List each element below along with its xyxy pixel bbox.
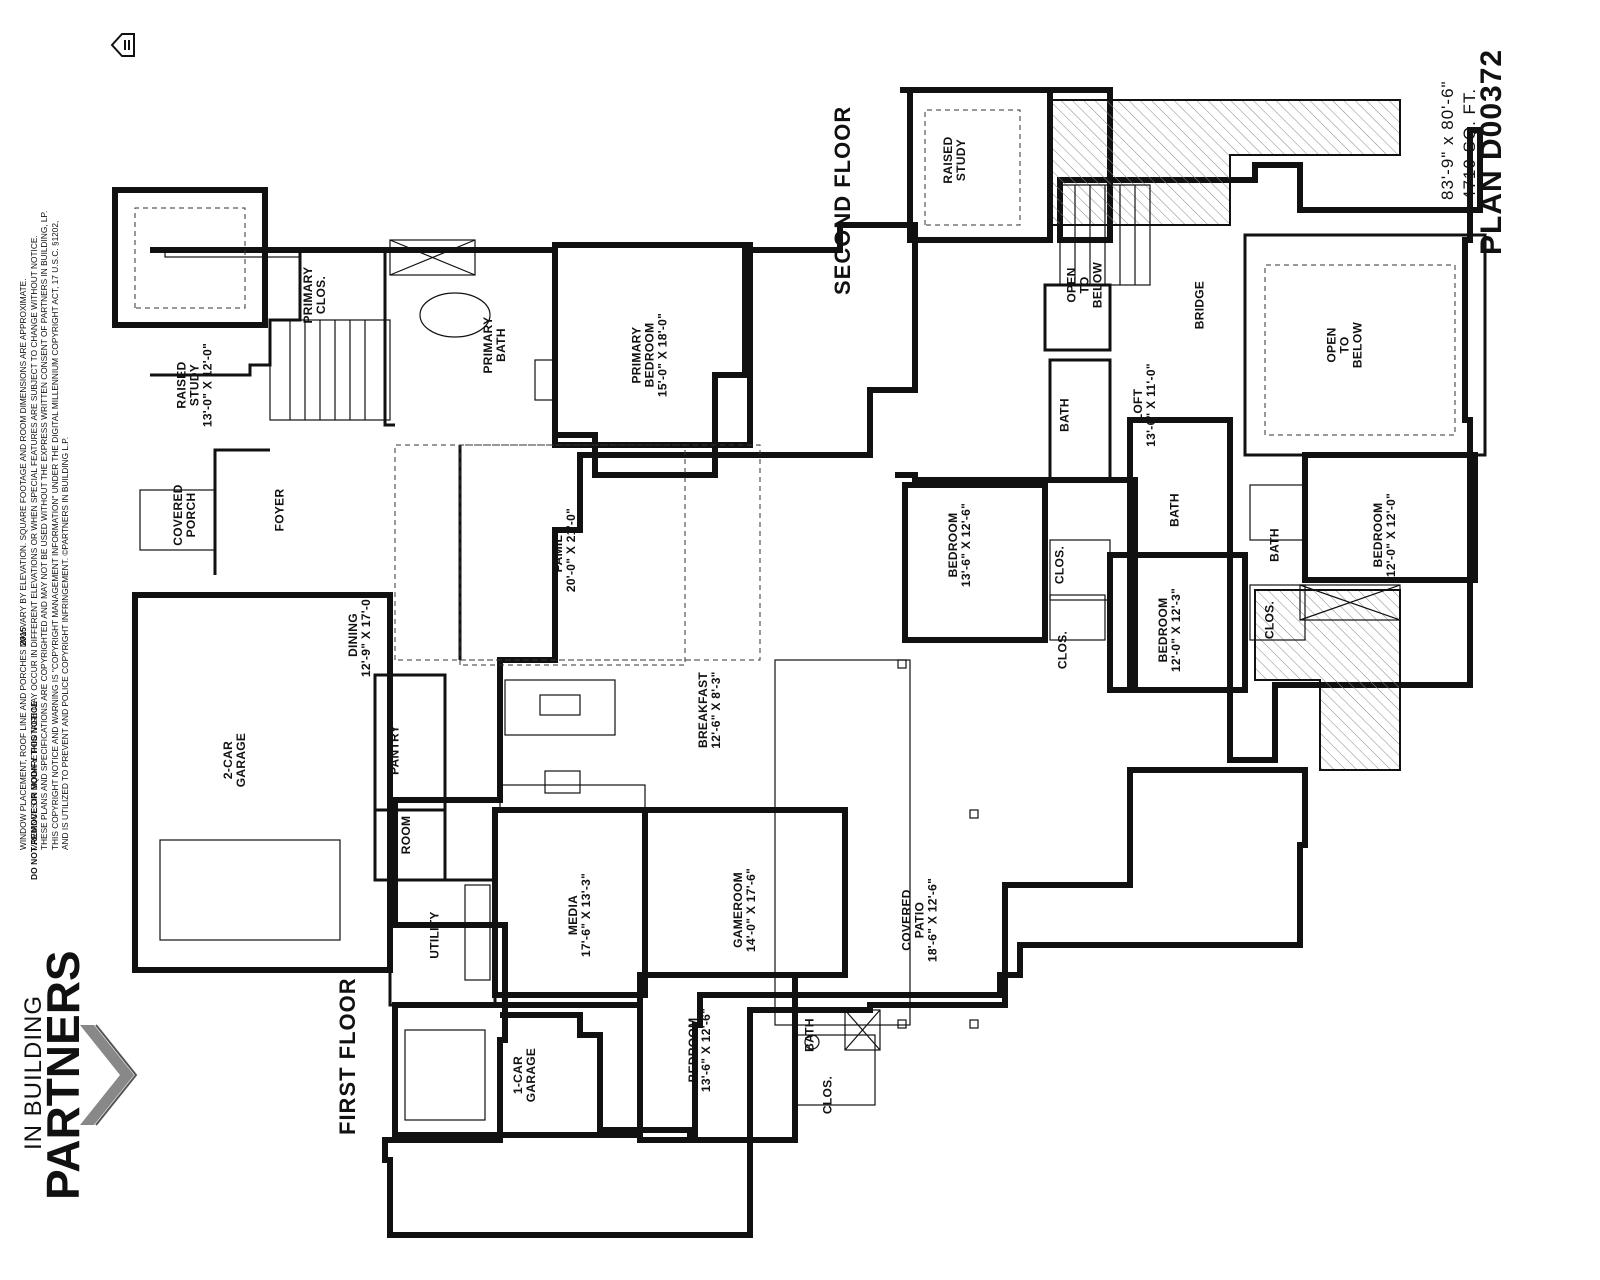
family-ceiling bbox=[459, 444, 686, 666]
first-floor-plan bbox=[112, 187, 1308, 1238]
label-primary-closet: PRIMARY CLOS. bbox=[301, 266, 328, 324]
second-bedroom-b-walls bbox=[902, 482, 1048, 643]
patio-post-b bbox=[897, 659, 907, 669]
cooktop bbox=[544, 770, 581, 794]
first-bedroom-walls bbox=[637, 972, 798, 1143]
utility-counter bbox=[464, 884, 491, 981]
second-floor-plan bbox=[895, 87, 1487, 771]
first-floor-outer-wall bbox=[150, 222, 1308, 1238]
plan-title: PLAN D00372 bbox=[1475, 48, 1508, 255]
label-first-bedroom: BEDROOM 13'-6" X 12'-6" bbox=[686, 1007, 713, 1093]
label-bath-b: BATH bbox=[1167, 493, 1182, 527]
label-raised-study-first: RAISED STUDY 13'-0" X 12'-0" bbox=[174, 342, 215, 428]
logo-in-building: IN BUILDING bbox=[20, 994, 47, 1150]
label-bridge: BRIDGE bbox=[1192, 280, 1207, 330]
closet-d bbox=[1049, 594, 1106, 641]
label-two-car-garage: 2-CAR GARAGE bbox=[221, 732, 248, 788]
two-car-garage-walls bbox=[132, 592, 393, 973]
second-raised-study-tray bbox=[924, 109, 1021, 226]
foyer-wall bbox=[213, 448, 270, 575]
label-closet-d: CLOS. bbox=[1055, 630, 1070, 670]
kitchen-sink bbox=[539, 694, 581, 716]
garage-door-a bbox=[159, 839, 341, 941]
label-covered-porch: COVERED PORCH bbox=[171, 484, 198, 546]
main-stair bbox=[269, 319, 391, 421]
first-floor-label: FIRST FLOOR bbox=[335, 977, 360, 1135]
utility-walls bbox=[388, 878, 497, 1007]
kitchen-range-counter bbox=[499, 784, 646, 811]
label-pantry: PANTRY bbox=[387, 725, 402, 775]
label-loft: LOFT 13'-6" X 11'-0" bbox=[1131, 363, 1158, 447]
label-dining: DINING 12'-9" X 17'-0" bbox=[346, 592, 373, 678]
label-gameroom: GAMEROOM 14'-0" X 17'-6" bbox=[731, 867, 758, 953]
patio-post-d bbox=[969, 1019, 979, 1029]
roof-area-a bbox=[1049, 99, 1401, 226]
raised-study-walls bbox=[112, 187, 268, 328]
open-below-large-dash bbox=[1264, 264, 1456, 436]
covered-patio-outline bbox=[774, 659, 911, 1026]
second-bedroom-c-walls bbox=[1107, 552, 1248, 693]
closet-c bbox=[1249, 584, 1306, 641]
notice-line-1: WINDOW PLACEMENT, ROOF LINE AND PORCHES … bbox=[18, 278, 28, 850]
open-below-small-walls bbox=[1043, 283, 1112, 352]
notice-warning: DO NOT REMOVE OR MODIFY THIS NOTICE bbox=[29, 701, 39, 880]
label-utility: UTILITY bbox=[427, 911, 442, 959]
patio-post-c bbox=[969, 809, 979, 819]
label-bedroom-a: BEDROOM 12'-0" X 12'-0" bbox=[1371, 492, 1398, 578]
label-primary-bedroom: PRIMARY BEDROOM 15'-0" X 18'-0" bbox=[629, 312, 670, 398]
label-covered-patio: COVERED PATIO 18'-6" X 12'-6" bbox=[899, 877, 940, 963]
label-bedroom-c: BEDROOM 12'-0" X 12'-3" bbox=[1156, 587, 1183, 673]
toilet-b bbox=[804, 1034, 820, 1050]
label-open-below-large: OPEN TO BELOW bbox=[1324, 321, 1365, 369]
second-raised-study-walls bbox=[907, 87, 1053, 243]
notice-line-3: THESE PLANS AND SPECIFICATIONS ARE COPYR… bbox=[39, 210, 50, 850]
label-bedroom-b: BEDROOM 13'-6" X 12'-6" bbox=[946, 502, 973, 588]
label-foyer: FOYER bbox=[272, 488, 287, 532]
primary-closet-walls bbox=[150, 248, 302, 377]
label-mud-room: MUD ROOM bbox=[386, 815, 413, 855]
primary-bath-wall bbox=[383, 250, 395, 427]
notice-line-5: AND IS UTILIZED TO PREVENT AND POLICE CO… bbox=[60, 436, 71, 850]
shower-c bbox=[1299, 584, 1401, 621]
label-primary-bath: PRIMARY BATH bbox=[481, 316, 508, 374]
garage-door-b bbox=[404, 1029, 486, 1121]
label-one-car-garage: 1-CAR GARAGE bbox=[511, 1047, 538, 1103]
label-closet-c: CLOS. bbox=[1262, 600, 1277, 640]
label-first-closet: CLOS. bbox=[820, 1075, 835, 1115]
partners-chevron-icon bbox=[80, 1024, 138, 1126]
closet-shelf-a bbox=[164, 251, 301, 258]
plan-sqft: 4710 SQ. FT. bbox=[1460, 87, 1479, 200]
label-closet-b: CLOS. bbox=[1052, 545, 1067, 585]
notice-line-4: THIS COPYRIGHT NOTICE AND WARNING IS "CO… bbox=[49, 220, 60, 850]
label-breakfast: BREAKFAST 12'-6" X 8'-3" bbox=[696, 671, 723, 749]
label-bath-a: BATH bbox=[1057, 398, 1072, 432]
second-bedroom-a-walls bbox=[1302, 452, 1478, 583]
label-bath-c: BATH bbox=[1267, 528, 1282, 562]
label-second-raised-study: RAISED STUDY bbox=[941, 136, 968, 184]
second-bath-a-walls bbox=[1048, 358, 1112, 482]
copyright-notice: WINDOW PLACEMENT, ROOF LINE AND PORCHES … bbox=[18, 211, 71, 850]
bathtub bbox=[419, 292, 491, 338]
label-open-below-small: OPEN TO BELOW bbox=[1064, 261, 1105, 309]
bath-closet-block bbox=[794, 1034, 876, 1106]
label-family: FAMILY 20'-0" X 21'-0" bbox=[551, 507, 578, 593]
kitchen-island bbox=[504, 679, 616, 736]
shower-a bbox=[389, 239, 476, 276]
second-floor-label: SECOND FLOOR bbox=[830, 105, 855, 295]
patio-post-a bbox=[897, 1019, 907, 1029]
open-below-large-walls bbox=[1243, 233, 1487, 457]
notice-year: 2015 bbox=[18, 627, 28, 646]
shower-b bbox=[844, 1009, 881, 1051]
plan-dimensions: 83'-9" x 80'-6" bbox=[1438, 80, 1457, 200]
equal-housing-icon bbox=[110, 33, 135, 57]
label-media: MEDIA 17'-6" X 13'-3" bbox=[566, 872, 593, 958]
label-first-bath: BATH bbox=[802, 1018, 817, 1052]
raised-study-tray bbox=[134, 207, 246, 309]
